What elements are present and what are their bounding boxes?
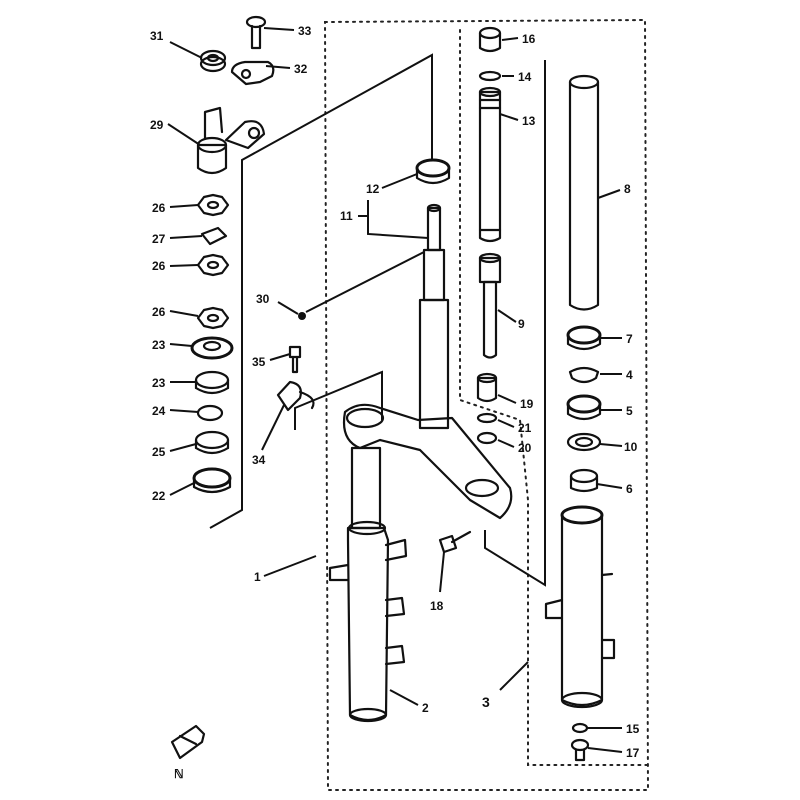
callout-11: 11: [340, 209, 353, 223]
callout-10: 10: [624, 440, 638, 454]
callout-4: 4: [626, 368, 633, 382]
callout-20: 20: [518, 441, 532, 455]
callout-5: 5: [626, 404, 633, 418]
dust-seal-7: [566, 325, 602, 351]
cable-guide-34: [276, 380, 315, 412]
o-ring-14: [478, 70, 502, 82]
corner-mark: ℕ: [174, 767, 184, 781]
callout-7: 7: [626, 332, 633, 346]
bolt-35: [288, 345, 302, 374]
callout-6: 6: [626, 482, 633, 496]
callout-22: 22: [152, 489, 166, 503]
bearing-23: [194, 370, 230, 395]
ring-nut-26-top: [196, 193, 230, 217]
callout-14: 14: [518, 70, 532, 84]
callout-17: 17: [626, 746, 640, 760]
dotted-group-boundary-assembly-3: [323, 18, 650, 791]
cover-23: [190, 336, 234, 360]
bearing-25: [194, 430, 230, 455]
callout-32: 32: [294, 62, 308, 76]
washer-30: [298, 312, 306, 320]
callout-31: 31: [150, 29, 164, 43]
callout-15: 15: [626, 722, 640, 736]
bolt-17: [570, 738, 590, 762]
callout-2: 2: [422, 701, 429, 715]
callout-29: 29: [150, 118, 164, 132]
lock-washer-27: [200, 226, 228, 246]
seal-22: [192, 467, 232, 494]
callout-23-bearing: 23: [152, 376, 166, 390]
callout-30: 30: [256, 292, 270, 306]
callout-18: 18: [430, 599, 444, 613]
bushing-6: [569, 468, 599, 493]
callout-1: 1: [254, 570, 261, 584]
callout-3: 3: [482, 694, 490, 710]
callout-16: 16: [522, 32, 536, 46]
clamp-32: [230, 60, 275, 86]
retaining-clip-4: [568, 366, 600, 384]
front-arrow-icon: [170, 724, 206, 760]
bearing-ball-24: [196, 404, 224, 422]
fork-outer-tube-left: [328, 446, 408, 723]
bolt-33: [245, 15, 267, 50]
fork-outer-tube-right: [544, 505, 616, 709]
o-ring-21: [476, 412, 498, 424]
callout-26-bottom: 26: [152, 305, 166, 319]
washer-10: [566, 432, 602, 452]
washer-20: [476, 431, 498, 445]
under-bracket: [342, 403, 513, 520]
callout-19: 19: [520, 397, 534, 411]
callout-27: 27: [152, 232, 166, 246]
callout-26-middle: 26: [152, 259, 166, 273]
ring-nut-26-bottom: [196, 306, 230, 330]
fork-spring-8: [568, 74, 600, 311]
callout-12: 12: [366, 182, 380, 196]
cap-bolt-16: [478, 26, 502, 53]
callout-9: 9: [518, 317, 525, 331]
nut-31: [199, 49, 227, 73]
callout-23-cover: 23: [152, 338, 166, 352]
oil-lock-piece-19: [476, 372, 498, 403]
bracket-line-upper: [209, 53, 433, 529]
bracket-line-lower: [484, 60, 546, 587]
handlebar-holder-29: [196, 106, 266, 175]
callout-21: 21: [518, 421, 532, 435]
dust-seal-12: [415, 158, 451, 185]
leader-lines: [167, 27, 623, 753]
oil-seal-5: [566, 394, 602, 421]
callout-26-top: 26: [152, 201, 166, 215]
callout-34: 34: [252, 453, 266, 467]
ring-nut-26-middle: [196, 253, 230, 277]
bolt-18: [438, 530, 472, 554]
callout-24: 24: [152, 404, 166, 418]
callout-35: 35: [252, 355, 266, 369]
callout-33: 33: [298, 24, 312, 38]
bracket-line-bolt: [294, 370, 383, 430]
callout-8: 8: [624, 182, 631, 196]
callout-25: 25: [152, 445, 166, 459]
dotted-group-boundary-right-tube: [459, 29, 649, 766]
washer-15: [571, 722, 589, 734]
callout-13: 13: [522, 114, 536, 128]
damper-rod-9: [478, 252, 502, 359]
steering-stem: [418, 203, 450, 430]
inner-tube-13: [478, 86, 502, 243]
